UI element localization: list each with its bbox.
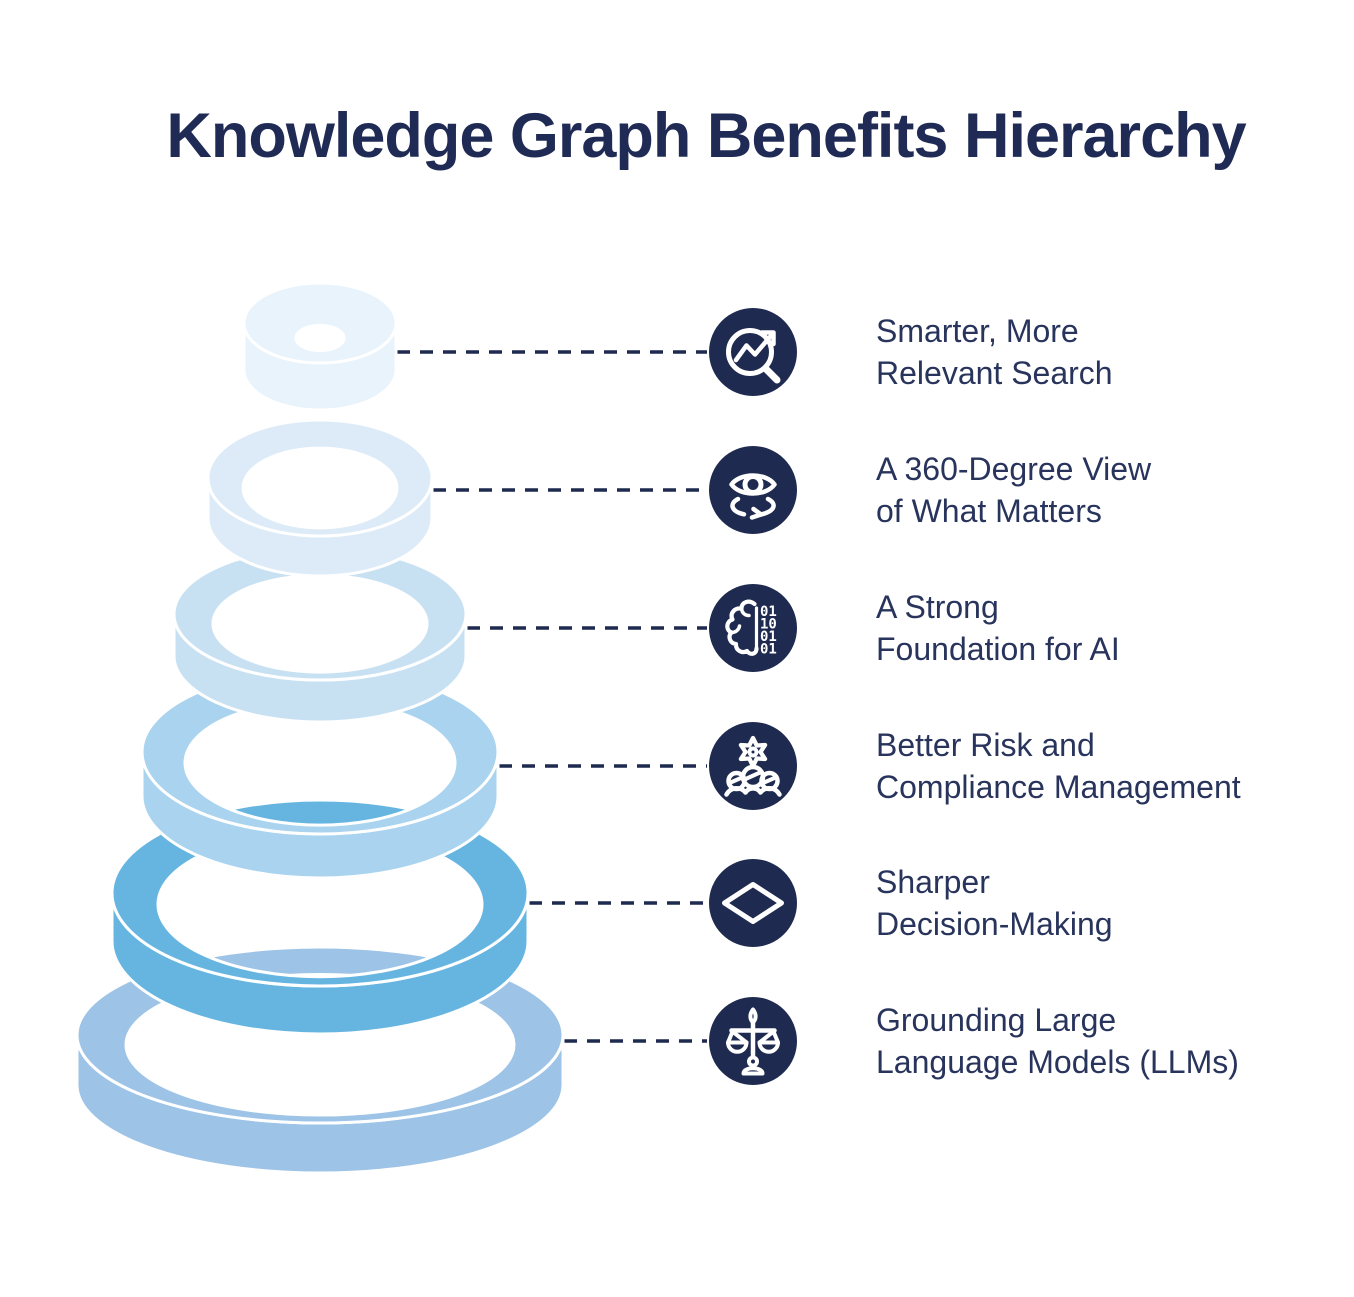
benefit-label-line: of What Matters xyxy=(876,493,1102,529)
benefit-label: A 360-Degree View of What Matters xyxy=(876,448,1151,532)
binary-text: 01 xyxy=(760,629,777,645)
benefit-label-line: Compliance Management xyxy=(876,769,1241,805)
benefit-label: Sharper Decision-Making xyxy=(876,861,1113,945)
benefit-row: Smarter, More Relevant Search xyxy=(708,307,1113,397)
ring-level-2 xyxy=(206,418,434,578)
benefit-row: A 360-Degree View of What Matters xyxy=(708,445,1151,535)
ring-level-4 xyxy=(140,668,500,880)
search-trend-icon xyxy=(709,308,797,396)
icon-badge-circle xyxy=(709,859,797,947)
benefit-row: 01 10 01 01 A Strong Foundation for AI xyxy=(708,583,1120,673)
ring-level-1 xyxy=(242,281,398,412)
benefit-label-line: Sharper xyxy=(876,864,990,900)
ring-level-3 xyxy=(172,546,468,724)
benefit-label-line: Relevant Search xyxy=(876,355,1113,391)
benefit-label-line: Language Models (LLMs) xyxy=(876,1044,1239,1080)
benefit-label-line: A Strong xyxy=(876,589,999,625)
binary-text: 01 xyxy=(760,642,777,658)
benefit-label-line: Smarter, More xyxy=(876,313,1079,349)
benefit-label-line: Grounding Large xyxy=(876,1002,1117,1038)
icon-badge-circle xyxy=(709,584,797,672)
benefit-label: Grounding Large Language Models (LLMs) xyxy=(876,999,1239,1083)
binary-text: 01 xyxy=(760,604,777,620)
benefit-label-line: Better Risk and xyxy=(876,727,1095,763)
diamond-icon xyxy=(709,859,797,947)
scales-icon xyxy=(709,997,797,1085)
benefit-label-line: Decision-Making xyxy=(876,906,1113,942)
team-gear-icon xyxy=(709,722,797,810)
benefit-label-line: Foundation for AI xyxy=(876,631,1120,667)
eye-360-icon xyxy=(709,446,797,534)
page-title: Knowledge Graph Benefits Hierarchy xyxy=(166,101,1246,171)
benefit-label: Smarter, More Relevant Search xyxy=(876,310,1113,394)
benefit-label-line: A 360-Degree View xyxy=(876,451,1152,487)
benefit-row: Better Risk and Compliance Management xyxy=(708,721,1241,811)
benefit-label: Better Risk and Compliance Management xyxy=(876,724,1241,808)
benefit-row: Grounding Large Language Models (LLMs) xyxy=(708,996,1239,1086)
brain-binary-icon: 01 10 01 01 xyxy=(709,584,797,672)
benefit-row: Sharper Decision-Making xyxy=(708,858,1113,948)
benefit-label: A Strong Foundation for AI xyxy=(876,586,1120,670)
binary-text: 10 xyxy=(760,617,777,633)
